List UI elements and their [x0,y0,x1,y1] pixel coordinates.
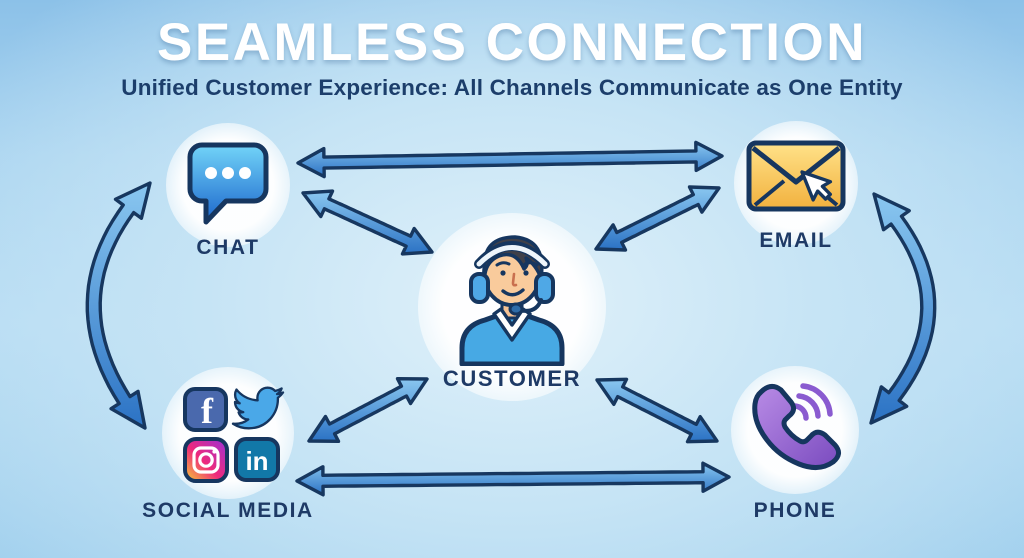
chat-bubble-icon [187,142,269,225]
support-agent-icon [459,235,565,366]
signal-waves-icon [792,383,833,421]
svg-text:in: in [245,446,268,476]
page-title: SEAMLESS CONNECTION [156,13,868,72]
phone-label: PHONE [753,499,837,522]
arrow-chat-social [85,181,152,430]
arrow-chat-email [296,140,724,179]
envelope-cursor-icon [746,140,846,212]
svg-text:f: f [201,391,214,431]
arrow-customer-social [307,377,429,443]
arrow-social-phone [295,461,731,497]
social-media-label: SOCIAL MEDIA [142,499,314,522]
arrow-customer-chat [301,189,434,256]
customer-label: CUSTOMER [442,366,582,391]
arrow-customer-email [594,185,721,252]
instagram-icon [183,437,229,483]
linkedin-icon: in [234,437,280,482]
email-label: EMAIL [759,229,833,252]
arrow-customer-phone [595,377,719,444]
facebook-icon: f [183,387,228,432]
cursor-pointer-icon [800,170,833,202]
header: SEAMLESS CONNECTION Unified Customer Exp… [0,12,1024,101]
chat-label: CHAT [196,236,260,259]
phone-handset-icon [752,383,841,470]
page-subtitle: Unified Customer Experience: All Channel… [121,75,903,100]
twitter-icon [231,386,285,430]
arrow-email-phone [869,192,937,425]
phone-halo [731,366,859,494]
